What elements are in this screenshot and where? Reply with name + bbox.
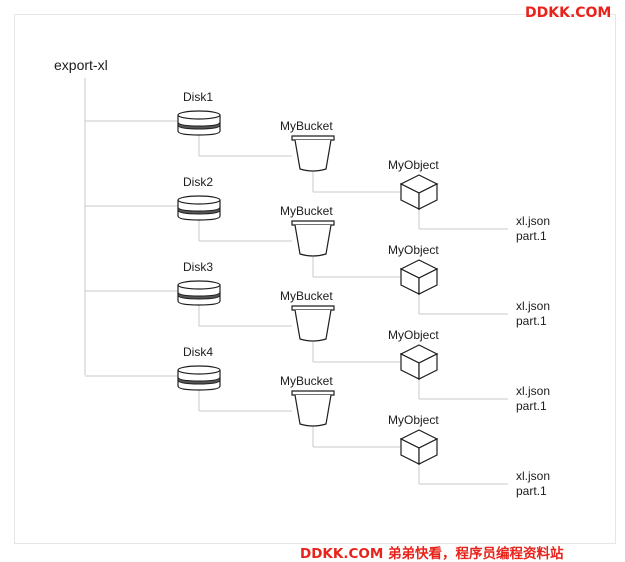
object-label: MyObject [388, 328, 439, 342]
disk-icon [177, 110, 221, 136]
file-label: part.1 [516, 314, 547, 328]
file-label: xl.json [516, 214, 551, 228]
bucket-label: MyBucket [280, 289, 333, 303]
disk-icon [177, 280, 221, 306]
bucket-label: MyBucket [280, 204, 333, 218]
watermark-bottom: DDKK.COM 弟弟快看，程序员编程资料站 [300, 546, 564, 562]
cube-icon [399, 174, 439, 210]
bucket-icon [291, 220, 335, 257]
disk-label: Disk3 [183, 260, 214, 274]
file-label: part.1 [516, 399, 547, 413]
disk-icon [177, 195, 221, 221]
disk-icon [177, 365, 221, 391]
tree-connectors [84, 78, 508, 485]
bucket-icon [291, 305, 335, 342]
object-label: MyObject [388, 413, 439, 427]
file-label: xl.json [516, 469, 551, 483]
file-label: part.1 [516, 229, 547, 243]
bucket-label: MyBucket [280, 374, 333, 388]
tree-icons [177, 110, 439, 465]
bucket-label: MyBucket [280, 119, 333, 133]
file-label: xl.json [516, 384, 551, 398]
cube-icon [399, 344, 439, 380]
bucket-icon [291, 135, 335, 172]
root-label: export-xl [54, 57, 108, 73]
cube-icon [399, 429, 439, 465]
diagram-frame [14, 14, 616, 544]
file-label: part.1 [516, 484, 547, 498]
object-label: MyObject [388, 243, 439, 257]
watermark-top: DDKK.COM [525, 5, 612, 21]
file-label: xl.json [516, 299, 551, 313]
disk-label: Disk4 [183, 345, 214, 359]
disk-label: Disk1 [183, 90, 214, 104]
disk-label: Disk2 [183, 175, 214, 189]
bucket-icon [291, 390, 335, 427]
cube-icon [399, 259, 439, 295]
object-label: MyObject [388, 158, 439, 172]
